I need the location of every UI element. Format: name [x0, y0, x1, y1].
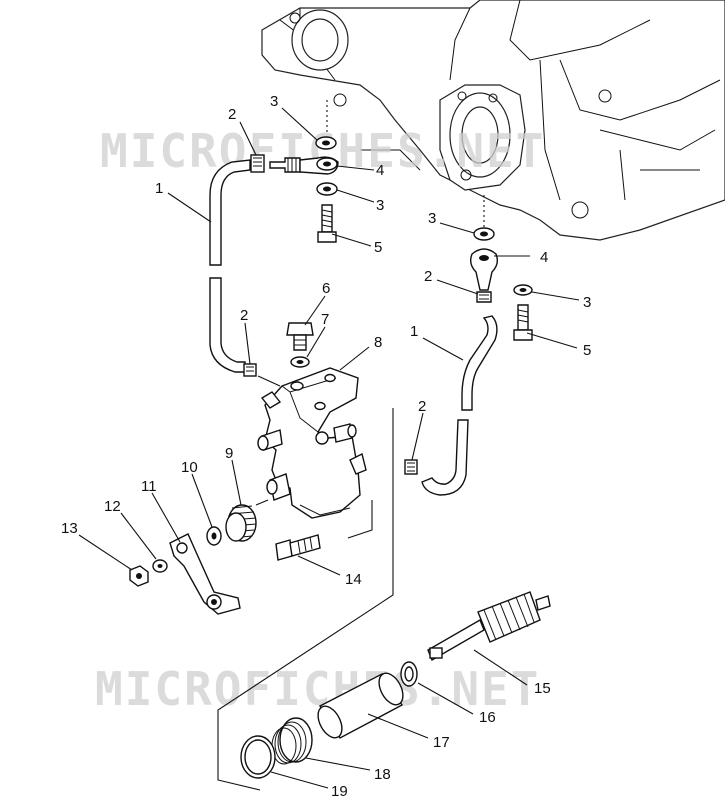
callout-2-right-hose: 2 [418, 398, 426, 415]
callout-10: 10 [181, 459, 198, 476]
callout-6: 6 [322, 280, 330, 297]
watermark-bottom: MICROFICHES.NET [95, 662, 540, 716]
callout-15: 15 [534, 680, 551, 697]
callout-5-right: 5 [583, 342, 591, 359]
callout-3-top: 3 [270, 93, 278, 110]
hose-clamp-2c [243, 363, 257, 377]
callout-11: 11 [141, 478, 157, 495]
callout-16: 16 [479, 709, 496, 726]
callout-13: 13 [61, 520, 78, 537]
callout-18: 18 [374, 766, 391, 783]
shaft-assembly [217, 408, 551, 791]
bolt-14 [275, 534, 321, 561]
oil-line-right [404, 315, 498, 496]
callout-2-pump: 2 [240, 307, 248, 324]
callout-3-left-lower: 3 [376, 197, 384, 214]
callout-1-left: 1 [155, 180, 163, 197]
callout-7: 7 [321, 311, 329, 328]
callout-9: 9 [225, 445, 233, 462]
drive-gear-9 [206, 499, 269, 546]
callout-14: 14 [345, 571, 362, 588]
callout-17: 17 [433, 734, 450, 751]
callout-12: 12 [104, 498, 121, 515]
callout-1-right: 1 [410, 323, 418, 340]
callout-5-left: 5 [374, 239, 382, 256]
callout-4-left: 4 [376, 162, 384, 179]
callouts: 1 2 3 4 3 5 3 4 2 3 5 6 7 8 2 1 2 9 10 1… [61, 93, 591, 800]
engine-crankcase [261, 0, 725, 241]
oil-pump-body [243, 322, 367, 519]
banjo-fitting-right [469, 195, 533, 341]
callout-4-right: 4 [540, 249, 548, 266]
callout-19: 19 [331, 783, 348, 800]
banjo-fitting-left [299, 100, 339, 243]
leader-lines [78, 107, 580, 789]
callout-8: 8 [374, 334, 382, 351]
oil-line-left [209, 154, 301, 373]
hose-clamp-2a [250, 154, 265, 173]
callout-3-right-lower: 3 [583, 294, 591, 311]
callout-3-right-top: 3 [428, 210, 436, 227]
callout-2-right: 2 [424, 268, 432, 285]
callout-2-top: 2 [228, 106, 236, 123]
control-lever-11 [129, 533, 241, 615]
